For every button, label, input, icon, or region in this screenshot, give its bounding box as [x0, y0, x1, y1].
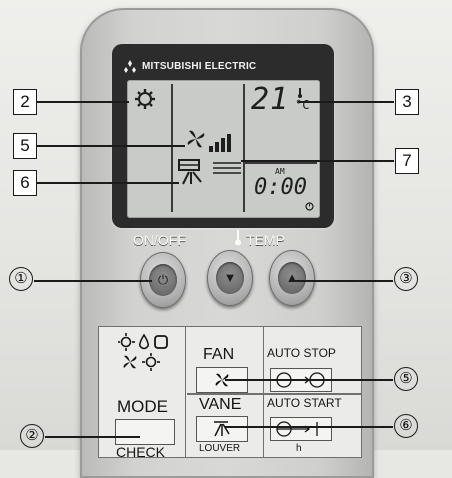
- auto-stop-label: AUTO STOP: [267, 346, 336, 360]
- heat-mode-icon: [142, 353, 160, 371]
- fan-icon: [187, 130, 205, 148]
- temp-label: TEMP: [246, 232, 285, 248]
- leader-line-circle-2: [45, 436, 140, 438]
- am-indicator: AM: [275, 167, 285, 176]
- lcd-divider-right: [243, 84, 245, 212]
- leader-line-3: [298, 101, 394, 103]
- vane-icon: [214, 421, 230, 437]
- thermometer-icon: [298, 88, 302, 98]
- triangle-down-icon: ▼: [216, 262, 244, 294]
- mode-button[interactable]: [115, 419, 175, 445]
- mode-cell: [99, 327, 186, 457]
- fan-icon: [215, 373, 229, 387]
- callout-circle-3: ③: [394, 267, 418, 291]
- dry-drop-icon: [139, 333, 149, 350]
- mode-auto-icon: [135, 89, 155, 109]
- auto-start-button[interactable]: [270, 417, 332, 441]
- callout-box-3: 3: [395, 89, 419, 115]
- temp-up-button[interactable]: ▲: [269, 250, 315, 306]
- panel-divider: [187, 393, 361, 395]
- vane-icon: [178, 159, 202, 185]
- lcd-divider-clock: [245, 162, 317, 164]
- thermometer-icon: [235, 230, 241, 246]
- louver-label: LOUVER: [199, 443, 241, 454]
- check-label: CHECK: [116, 444, 166, 460]
- leader-line-circle-3: [290, 280, 393, 282]
- on-off-button[interactable]: ⏻: [140, 252, 186, 308]
- leader-line-circle-1: [34, 280, 152, 282]
- leader-line-circle-6: [225, 426, 393, 428]
- leader-line-6: [37, 182, 179, 184]
- cycle-icon: [154, 335, 168, 349]
- triangle-up-icon: ▲: [278, 262, 306, 294]
- fan-mode-icon: [123, 355, 137, 369]
- callout-circle-6: ⑥: [394, 414, 418, 438]
- callout-box-7: 7: [395, 148, 419, 174]
- mode-icons: [118, 333, 168, 371]
- brand-header: MITSUBISHI ELECTRIC: [122, 58, 322, 74]
- fan-button[interactable]: [196, 367, 248, 393]
- on-off-label: ON/OFF: [133, 232, 186, 248]
- callout-circle-2: ②: [20, 424, 44, 448]
- mode-label: MODE: [117, 397, 168, 416]
- leader-line-7: [241, 160, 394, 162]
- callout-circle-1: ①: [9, 267, 33, 291]
- fan-speed-bars-icon: [209, 134, 231, 152]
- brand-name: MITSUBISHI ELECTRIC: [142, 60, 257, 72]
- leader-line-5: [37, 145, 185, 147]
- clock-readout: 0:00: [254, 175, 307, 200]
- lcd-divider-left: [171, 84, 173, 212]
- auto-mode-icon: [118, 333, 135, 351]
- callout-box-5: 5: [13, 133, 37, 159]
- callout-circle-5: ⑤: [394, 367, 418, 391]
- auto-start-sub-label: h: [296, 443, 302, 454]
- auto-start-label: AUTO START: [267, 396, 342, 410]
- vane-label: VANE: [199, 396, 242, 413]
- louver-swing-icon: [213, 162, 241, 174]
- callout-box-6: 6: [13, 170, 37, 196]
- lcd-screen: 21 °C AM 0:00: [127, 80, 320, 218]
- fan-vane-cell: [187, 327, 264, 457]
- leader-line-2: [37, 101, 129, 103]
- power-icon: ⏻: [149, 264, 177, 296]
- fan-label: FAN: [203, 346, 235, 363]
- temperature-readout: 21: [251, 82, 290, 117]
- leader-line-circle-5: [225, 379, 393, 381]
- temp-down-button[interactable]: ▼: [207, 250, 253, 306]
- vane-button[interactable]: [196, 416, 248, 442]
- callout-box-2: 2: [13, 89, 37, 115]
- three-diamond-logo-icon: [124, 59, 136, 73]
- auto-start-icon: [276, 421, 318, 437]
- timer-icon: [305, 202, 314, 211]
